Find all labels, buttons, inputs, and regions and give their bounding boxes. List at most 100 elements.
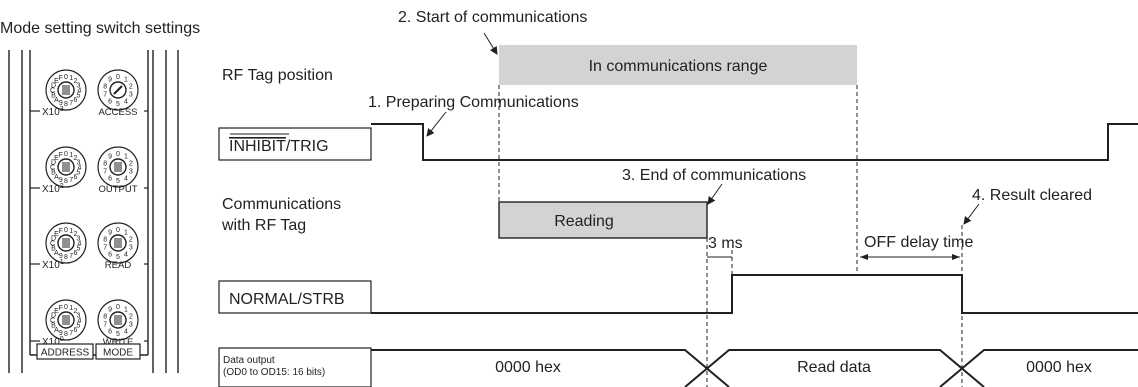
- dial-digit: 0: [116, 227, 120, 234]
- multiplier-label: X101: [42, 259, 64, 271]
- dial-digit: 9: [59, 100, 63, 107]
- dial-digit: 8: [103, 160, 107, 167]
- dial-digit: 7: [103, 169, 107, 176]
- dial-knob: [109, 234, 127, 252]
- dial-digit: 0: [64, 151, 68, 158]
- dial-digit: F: [59, 152, 63, 159]
- dial-digit: 6: [74, 250, 78, 257]
- inhibit-trig-box: [218, 127, 372, 161]
- dial-digit: 6: [108, 98, 112, 105]
- dial-digit: 3: [77, 235, 81, 242]
- dial-digit: 3: [129, 322, 133, 329]
- dial-digit: E: [54, 78, 59, 85]
- dial-digit: C: [50, 165, 55, 172]
- dial-digit: B: [51, 246, 56, 253]
- dial-digit: 1: [124, 154, 128, 161]
- dial-digit: 7: [69, 100, 73, 107]
- dial-digit: 9: [108, 230, 112, 237]
- dial-digit: 5: [77, 170, 81, 177]
- annotation-result-cleared: 4. Result cleared: [972, 187, 1092, 204]
- dial-digit: 7: [69, 253, 73, 260]
- dial-digit: 1: [124, 307, 128, 314]
- dial-digit: D: [51, 159, 56, 166]
- dial-digit: 7: [103, 322, 107, 329]
- annotation-preparing-communications: 1. Preparing Communications: [368, 94, 579, 111]
- dial-digit: E: [54, 231, 59, 238]
- dial-digit: 4: [124, 251, 128, 258]
- mode-box: [95, 343, 141, 360]
- dashed-guides: [498, 85, 963, 387]
- dial-digit: A: [54, 174, 59, 181]
- dial-digit: 9: [59, 177, 63, 184]
- dial-digit: 8: [64, 178, 68, 185]
- dial-digit: 8: [64, 254, 68, 261]
- dial-digit: 0: [64, 74, 68, 81]
- dial-digit: 3: [129, 92, 133, 99]
- dial-digit: 6: [108, 328, 112, 335]
- end-arrow: [707, 183, 723, 205]
- data-output-signal: [371, 349, 1138, 387]
- dial-digit: B: [51, 323, 56, 330]
- switch-panel: [8, 50, 179, 373]
- dial-digit: 1: [69, 228, 73, 235]
- dial-knob: [57, 81, 75, 99]
- dial-digit: 8: [103, 236, 107, 243]
- inhibit-overlined: INHIBIT: [229, 138, 286, 155]
- dial-digit: 1: [69, 152, 73, 159]
- inhibit-trig-label: INHIBIT/TRIG: [229, 138, 329, 155]
- dial-digit: 4: [124, 98, 128, 105]
- dial-digit: C: [50, 241, 55, 248]
- dial-digit: F: [59, 75, 63, 82]
- dial-digit: A: [54, 327, 59, 334]
- dial-digit: 6: [108, 175, 112, 182]
- comm-label-line2: with RF Tag: [221, 217, 306, 234]
- mode-dial-label: READ: [105, 260, 132, 271]
- dial-digit: 6: [108, 251, 112, 258]
- dial-digit: A: [54, 250, 59, 257]
- dial-digit: 2: [74, 155, 78, 162]
- dial-digit: E: [54, 308, 59, 315]
- dial-digit: D: [51, 312, 56, 319]
- dial-digit: 0: [116, 151, 120, 158]
- dial-digit: 4: [78, 318, 82, 325]
- dial-digit: 1: [69, 305, 73, 312]
- dial-digit: 4: [124, 175, 128, 182]
- normal-strb-label: NORMAL/STRB: [229, 291, 345, 308]
- address-box: [36, 343, 94, 360]
- dial-knob: [57, 234, 75, 252]
- dial-digit: 9: [108, 307, 112, 314]
- dial-digit: 4: [78, 88, 82, 95]
- dial-digit: 6: [74, 327, 78, 334]
- dial-digit: 1: [124, 230, 128, 237]
- data-segment-final: 0000 hex: [1026, 359, 1092, 376]
- dial-digit: 9: [59, 253, 63, 260]
- dial-digit: 2: [129, 83, 133, 90]
- address-label: ADDRESS: [41, 348, 90, 359]
- dial-digit: 2: [74, 308, 78, 315]
- dial-digit: 6: [74, 174, 78, 181]
- dial-digit: 3: [77, 312, 81, 319]
- dial-digit: B: [51, 93, 56, 100]
- data-output-line2: (OD0 to OD15: 16 bits): [223, 367, 325, 378]
- trig-text: /TRIG: [286, 138, 329, 155]
- dial-digit: 0: [116, 74, 120, 81]
- dial-digit: 7: [103, 92, 107, 99]
- mode-dial-label: OUTPUT: [98, 184, 137, 195]
- mode-dial-label: ACCESS: [98, 107, 137, 118]
- dial-digit: 8: [64, 101, 68, 108]
- dial-digit: 3: [129, 169, 133, 176]
- rf-tag-position-label: RF Tag position: [222, 67, 333, 84]
- data-output-line1: Data output: [223, 355, 275, 366]
- dial-digit: 5: [116, 331, 120, 338]
- dial-digit: 5: [116, 101, 120, 108]
- start-arrow: [483, 32, 498, 55]
- dial-digit: 8: [64, 331, 68, 338]
- dial-digit: 5: [116, 254, 120, 261]
- communications-range-bar: [499, 45, 857, 85]
- mode-dial-label: WRITE: [103, 337, 134, 348]
